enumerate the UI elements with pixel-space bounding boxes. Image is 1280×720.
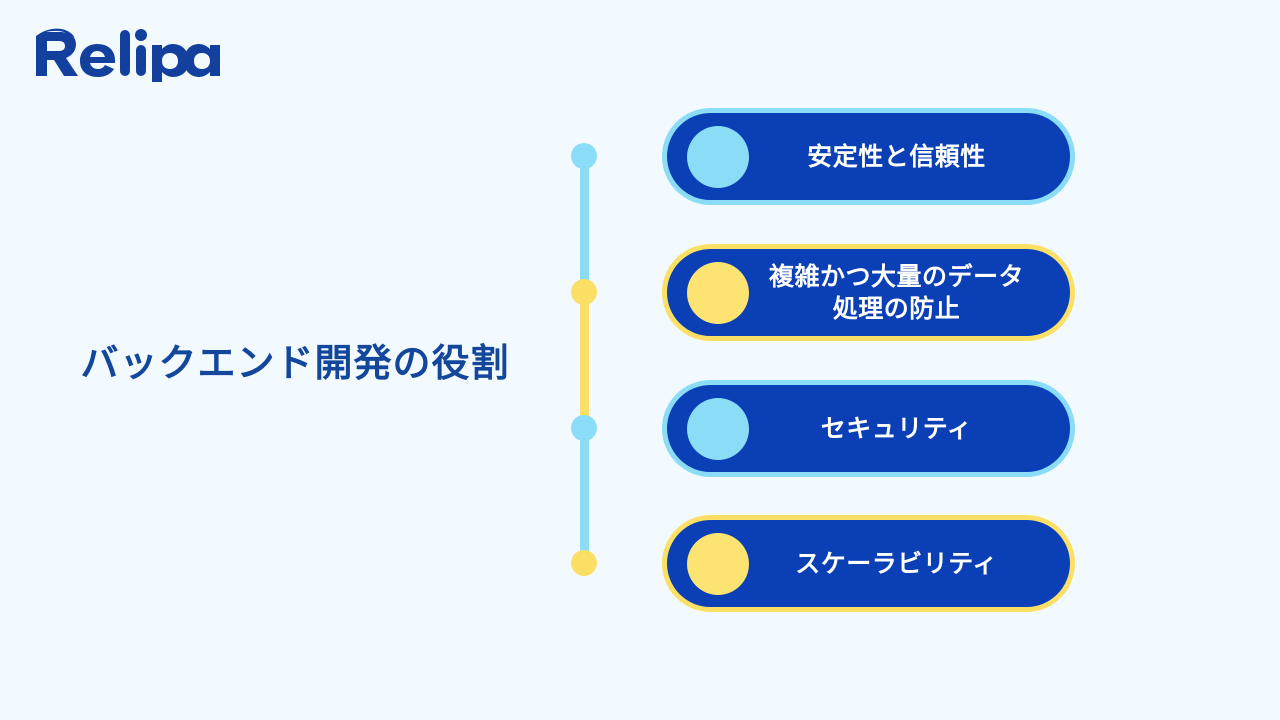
role-item-4[interactable]: スケーラビリティ [662, 515, 1075, 612]
timeline-dot-2 [571, 279, 597, 305]
timeline-segment-1 [580, 150, 589, 298]
role-item-label: セキュリティ [820, 414, 973, 443]
timeline-dot-4 [571, 550, 597, 576]
role-bullet-icon [687, 125, 749, 188]
role-bullet-icon [687, 532, 749, 595]
role-item-label: スケーラビリティ [795, 549, 998, 578]
role-item-label: 安定性と信頼性 [807, 142, 986, 171]
role-item-1[interactable]: 安定性と信頼性 [662, 108, 1075, 205]
relipa-logo [36, 28, 220, 82]
timeline-segment-3 [580, 422, 589, 570]
role-item-3[interactable]: セキュリティ [662, 380, 1075, 477]
role-bullet-icon [687, 397, 749, 460]
page-title: バックエンド開発の役割 [80, 343, 510, 385]
role-item-label: 複雑かつ大量のデータ 処理の防止 [768, 262, 1024, 323]
timeline-segment-2 [580, 286, 589, 434]
role-item-2[interactable]: 複雑かつ大量のデータ 処理の防止 [662, 244, 1075, 341]
role-bullet-icon [687, 261, 749, 324]
timeline-dot-1 [571, 143, 597, 169]
timeline-connector [563, 130, 607, 590]
timeline-dot-3 [571, 415, 597, 441]
